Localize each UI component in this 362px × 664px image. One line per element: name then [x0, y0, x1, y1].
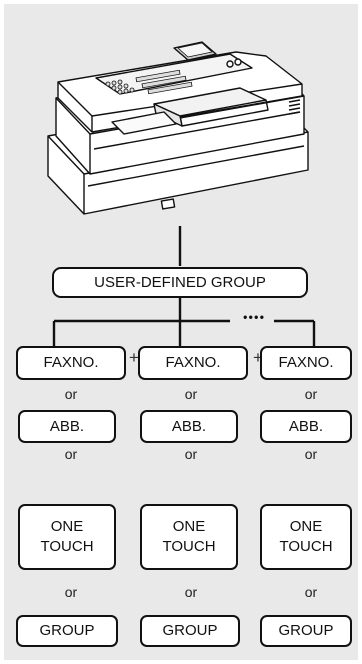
or-label: or	[304, 584, 318, 600]
fax-machine-icon	[47, 41, 309, 215]
one-touch-box: ONE TOUCH	[18, 504, 116, 570]
ellipsis-dots: • • • •	[243, 310, 264, 324]
or-label: or	[304, 386, 318, 402]
one-touch-box: ONE TOUCH	[140, 504, 238, 570]
fax-number-box: FAXNO.	[16, 346, 126, 380]
connector-lines	[52, 226, 316, 346]
diagram-panel: • • • • USER-DEFINED GROUP + + FAXNO. or…	[4, 4, 358, 660]
abbreviated-box: ABB.	[140, 410, 238, 443]
user-defined-group-box: USER-DEFINED GROUP	[52, 267, 308, 298]
or-label: or	[184, 446, 198, 462]
or-label: or	[184, 386, 198, 402]
fax-number-box: FAXNO.	[138, 346, 248, 380]
one-touch-box: ONE TOUCH	[260, 504, 352, 570]
one-touch-label-line1: ONE	[172, 518, 206, 535]
abbreviated-box: ABB.	[18, 410, 116, 443]
or-label: or	[64, 446, 78, 462]
group-box: GROUP	[16, 615, 118, 647]
one-touch-label-line2: TOUCH	[279, 538, 333, 555]
one-touch-label-line1: ONE	[50, 518, 84, 535]
user-defined-group-label: USER-DEFINED GROUP	[94, 273, 266, 291]
fax-number-box: FAXNO.	[260, 346, 352, 380]
group-box: GROUP	[140, 615, 240, 647]
plus-sign: +	[129, 348, 139, 367]
fax-number-label: FAXNO.	[278, 354, 334, 371]
plus-sign: +	[253, 348, 263, 367]
abbreviated-box: ABB.	[260, 410, 352, 443]
group-box: GROUP	[260, 615, 352, 647]
group-label: GROUP	[278, 622, 334, 639]
or-label: or	[184, 584, 198, 600]
abbreviated-label: ABB.	[288, 417, 324, 435]
abbreviated-label: ABB.	[49, 417, 85, 435]
or-label: or	[64, 584, 78, 600]
one-touch-label-line1: ONE	[289, 518, 323, 535]
abbreviated-label: ABB.	[171, 417, 207, 435]
diagram-canvas	[47, 41, 316, 346]
or-label: or	[64, 386, 78, 402]
or-label: or	[304, 446, 318, 462]
one-touch-label-line2: TOUCH	[162, 538, 216, 555]
fax-number-label: FAXNO.	[165, 354, 221, 371]
group-label: GROUP	[162, 622, 218, 639]
fax-number-label: FAXNO.	[43, 354, 99, 371]
one-touch-label-line2: TOUCH	[40, 538, 94, 555]
group-label: GROUP	[39, 622, 95, 639]
